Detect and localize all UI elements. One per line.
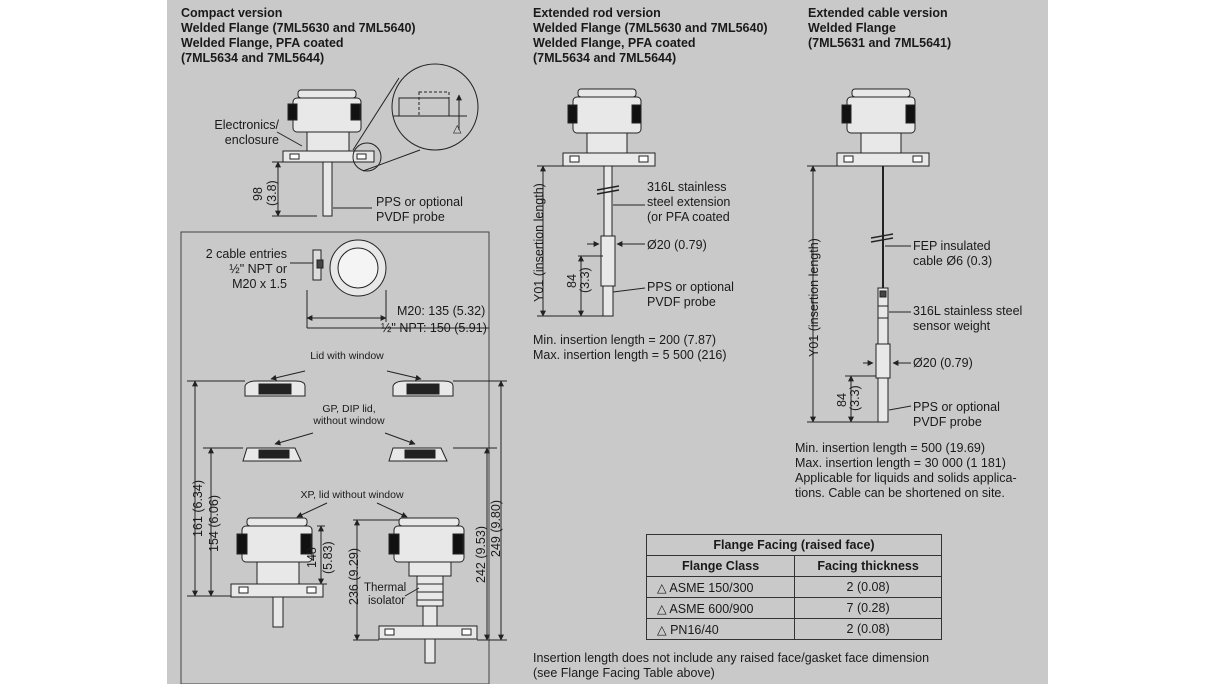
enclosure-top-view [312, 239, 387, 297]
lid-with-window-right [392, 380, 454, 397]
thermal-label-2: isolator [368, 595, 406, 607]
rod-dim-84-in: (3.3) [578, 267, 592, 293]
cable-note-1: Min. insertion length = 500 (19.69) [795, 441, 986, 455]
rod-extension-label-3: (or PFA coated [647, 210, 730, 224]
xp-instrument-left [230, 517, 324, 628]
flange-facing-table: Flange Facing (raised face) Flange Class… [645, 534, 942, 640]
xp-lid-label: XP, lid without window [300, 489, 404, 501]
compact-heading-1: Compact version [181, 6, 283, 20]
cable-fep-label-1: FEP insulated [913, 239, 991, 253]
rod-min-len: Min. insertion length = 200 (7.87) [533, 333, 717, 347]
cable-diameter: Ø20 (0.79) [913, 356, 973, 370]
table-row: △ PN16/40 2 (0.08) [645, 618, 942, 640]
dim-154: 154 (6.06) [207, 495, 221, 552]
cable-note-3: Applicable for liquids and solids applic… [795, 471, 1017, 485]
table-header-thickness: Facing thickness [794, 555, 942, 577]
cable-entries-2: ½" NPT or [229, 262, 287, 276]
detail-marker: △ [453, 123, 462, 135]
rod-heading-2: Welded Flange (7ML5630 and 7ML5640) [533, 21, 768, 35]
rod-heading-3: Welded Flange, PFA coated [533, 36, 696, 50]
compact-heading-2: Welded Flange (7ML5630 and 7ML5640) [181, 21, 416, 35]
rod-heading-4: (7ML5634 and 7ML5644) [533, 51, 677, 65]
dim-161: 161 (6.34) [191, 480, 205, 537]
compact-probe-label-1: PPS or optional [376, 195, 463, 209]
dim-148-in: (5.83) [321, 541, 335, 574]
rod-dim-84: 84 [565, 274, 579, 288]
drawing-sheet: Compact version Welded Flange (7ML5630 a… [167, 0, 1048, 684]
cable-dim-84-in: (3.3) [848, 385, 862, 411]
electronics-label-2: enclosure [224, 133, 279, 147]
table-cell-thickness: 7 (0.28) [794, 597, 942, 619]
cable-probe-label-1: PPS or optional [913, 400, 1000, 414]
rod-heading-1: Extended rod version [533, 6, 661, 20]
cable-y01: Y01 (insertion length) [807, 238, 821, 357]
electronics-label-1: Electronics/ [214, 118, 279, 132]
cable-heading-3: (7ML5631 and 7ML5641) [808, 36, 952, 50]
cable-entries-1: 2 cable entries [205, 247, 287, 261]
dim-148: 148 [305, 547, 319, 568]
cable-weight-label-1: 316L stainless steel [913, 304, 1023, 318]
table-caption: Flange Facing (raised face) [646, 534, 942, 556]
dim-98: 98 [251, 187, 265, 201]
detail-callout [391, 63, 479, 151]
cable-entries-3: M20 x 1.5 [232, 277, 287, 291]
dim-236: 236 (9.29) [347, 548, 361, 605]
rod-extension-label-1: 316L stainless [647, 180, 727, 194]
footnote-2: (see Flange Facing Table above) [533, 666, 715, 680]
cable-fep-label-2: cable Ø6 (0.3) [913, 254, 993, 268]
compact-heading-3: Welded Flange, PFA coated [181, 36, 344, 50]
gp-dip-lid-left [242, 447, 302, 462]
gp-dip-lid-label-1: GP, DIP lid, [322, 403, 376, 415]
dim-249: 249 (9.80) [489, 500, 503, 557]
table-cell-thickness: 2 (0.08) [794, 576, 942, 598]
dim-npt: ½" NPT: 150 (5.91) [381, 321, 487, 335]
xp-instrument-right [378, 517, 478, 664]
lid-with-window-label: Lid with window [310, 350, 384, 362]
gp-dip-lid-right [388, 447, 448, 462]
rod-diameter: Ø20 (0.79) [647, 238, 707, 252]
cable-heading-1: Extended cable version [808, 6, 948, 20]
compact-heading-4: (7ML5634 and 7ML5644) [181, 51, 325, 65]
footnote-1: Insertion length does not include any ra… [533, 651, 930, 665]
table-cell-thickness: 2 (0.08) [794, 618, 942, 640]
rod-probe-label-1: PPS or optional [647, 280, 734, 294]
table-header-class: Flange Class [645, 555, 796, 577]
lid-with-window-left [244, 380, 306, 397]
rod-probe-label-2: PVDF probe [647, 295, 716, 309]
table-cell-class: △ ASME 150/300 [645, 576, 796, 598]
table-cell-class: △ PN16/40 [645, 618, 796, 640]
cable-weight-label-2: sensor weight [913, 319, 991, 333]
cable-heading-2: Welded Flange [808, 21, 896, 35]
technical-drawing [180, 63, 930, 684]
cable-note-2: Max. insertion length = 30 000 (1 181) [795, 456, 1006, 470]
dim-242: 242 (9.53) [474, 526, 488, 583]
dim-m20: M20: 135 (5.32) [397, 304, 486, 318]
dim-98-in: (3.8) [265, 180, 279, 206]
gp-dip-lid-label-2: without window [313, 415, 385, 427]
compact-instrument [282, 89, 375, 217]
compact-probe-label-2: PVDF probe [376, 210, 445, 224]
table-row: △ ASME 600/900 7 (0.28) [645, 597, 942, 619]
table-row: △ ASME 150/300 2 (0.08) [645, 576, 942, 598]
cable-instrument [836, 88, 930, 423]
cable-dim-84: 84 [835, 393, 849, 407]
rod-max-len: Max. insertion length = 5 500 (216) [533, 348, 727, 362]
cable-probe-label-2: PVDF probe [913, 415, 982, 429]
thermal-label-1: Thermal [364, 582, 407, 594]
cable-note-4: tions. Cable can be shortened on site. [795, 486, 1005, 500]
rod-instrument [562, 88, 656, 317]
table-cell-class: △ ASME 600/900 [645, 597, 796, 619]
rod-y01: Y01 (insertion length) [532, 183, 546, 302]
rod-extension-label-2: steel extension [647, 195, 731, 209]
